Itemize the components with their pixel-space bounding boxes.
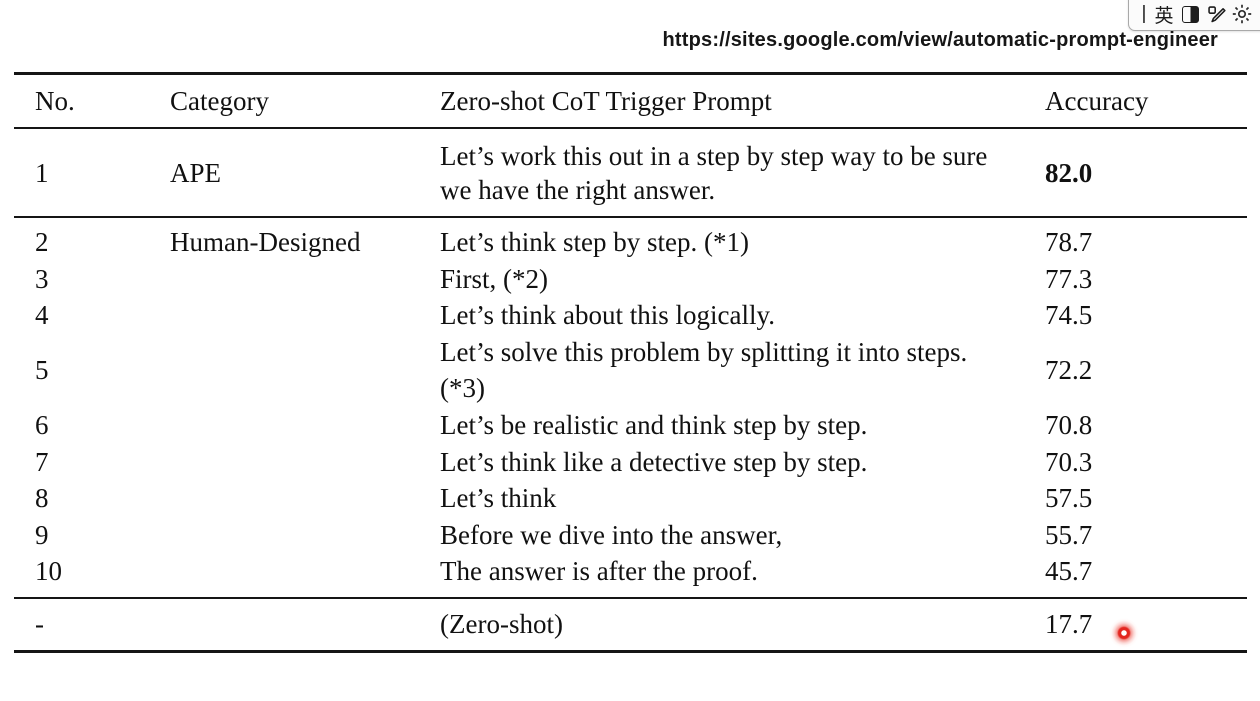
ime-toolbar[interactable]: | 英 xyxy=(1128,0,1260,31)
table-section-zero-shot: - (Zero-shot) 17.7 xyxy=(14,599,1247,650)
cell-prompt: The answer is after the proof. xyxy=(440,556,758,587)
header-accuracy: Accuracy xyxy=(1045,85,1149,116)
cell-accuracy: 55.7 xyxy=(1045,519,1093,550)
page-url-text: https://sites.google.com/view/automatic-… xyxy=(662,29,1218,51)
table-row: 2 Human-Designed Let’s think step by step.… xyxy=(14,224,1247,261)
table-row: - (Zero-shot) 17.7 xyxy=(14,599,1247,650)
table-row: 6 Let’s be realistic and think step by st… xyxy=(14,407,1247,444)
cell-no: 10 xyxy=(35,556,62,587)
cell-accuracy: 17.7 xyxy=(1045,608,1093,639)
table-header-row: No. Category Zero-shot CoT Trigger Promp… xyxy=(14,75,1247,129)
table-row: 7 Let’s think like a detective step by st… xyxy=(14,444,1247,481)
laser-pointer-dot xyxy=(1109,618,1139,648)
cell-no: 3 xyxy=(35,263,49,294)
cell-category: Human-Designed xyxy=(170,227,361,257)
cell-prompt: Let’s think step by step. (*1) xyxy=(440,227,749,257)
cell-prompt: Let’s think like a detective step by ste… xyxy=(440,446,868,477)
cell-accuracy: 45.7 xyxy=(1045,556,1093,587)
cell-no: 4 xyxy=(35,300,49,331)
cell-accuracy: 74.5 xyxy=(1045,300,1093,331)
header-category: Category xyxy=(170,85,269,116)
ime-language-mode-button[interactable]: 英 xyxy=(1154,4,1174,27)
table-section-ape: 1 APE Let’s work this out in a step by ste… xyxy=(14,129,1247,218)
gear-icon[interactable] xyxy=(1229,1,1255,27)
table-section-human-designed: 2 Human-Designed Let’s think step by step.… xyxy=(14,218,1247,599)
cell-no: 5 xyxy=(35,355,49,386)
table-row: 8 Let’s think 57.5 xyxy=(14,480,1247,517)
cell-no: 7 xyxy=(35,446,49,477)
header-prompt: Zero-shot CoT Trigger Prompt xyxy=(440,85,772,116)
cell-no: - xyxy=(35,608,44,639)
cell-prompt: Let’s solve this problem by splitting it… xyxy=(440,336,968,404)
header-no: No. xyxy=(35,85,75,116)
table-row: 5 Let’s solve this problem by splitting i… xyxy=(14,334,1247,407)
cell-prompt: Let’s work this out in a step by step wa… xyxy=(440,140,988,205)
cell-accuracy: 70.3 xyxy=(1045,446,1093,477)
handwriting-pen-icon[interactable] xyxy=(1203,1,1229,27)
cell-prompt: Let’s think xyxy=(440,483,557,514)
cell-prompt: Let’s think about this logically. xyxy=(440,300,775,331)
cell-prompt: First, (*2) xyxy=(440,263,548,294)
cell-prompt: (Zero-shot) xyxy=(440,608,563,639)
cell-accuracy: 70.8 xyxy=(1045,409,1093,440)
cell-prompt: Let’s be realistic and think step by ste… xyxy=(440,409,868,440)
cell-no: 1 xyxy=(35,157,49,188)
cell-category: APE xyxy=(170,157,222,188)
cell-no: 6 xyxy=(35,409,49,440)
table-row: 3 First, (*2) 77.3 xyxy=(14,261,1247,298)
table-row: 10 The answer is after the proof. 45.7 xyxy=(14,553,1247,590)
cell-prompt: Before we dive into the answer, xyxy=(440,519,783,550)
cell-accuracy: 78.7 xyxy=(1045,227,1093,257)
cell-accuracy: 57.5 xyxy=(1045,483,1093,514)
cell-no: 8 xyxy=(35,483,49,514)
text-caret-icon: | xyxy=(1141,3,1147,24)
cell-no: 9 xyxy=(35,519,49,550)
table-row: 9 Before we dive into the answer, 55.7 xyxy=(14,517,1247,554)
results-table: No. Category Zero-shot CoT Trigger Promp… xyxy=(14,72,1247,653)
table-row: 4 Let’s think about this logically. 74.5 xyxy=(14,297,1247,334)
cell-accuracy: 72.2 xyxy=(1045,355,1093,386)
cell-accuracy: 77.3 xyxy=(1045,263,1093,294)
table-row: 1 APE Let’s work this out in a step by ste… xyxy=(14,129,1247,216)
half-width-icon[interactable] xyxy=(1177,1,1203,27)
cell-accuracy: 82.0 xyxy=(1045,157,1093,188)
cell-no: 2 xyxy=(35,227,49,257)
